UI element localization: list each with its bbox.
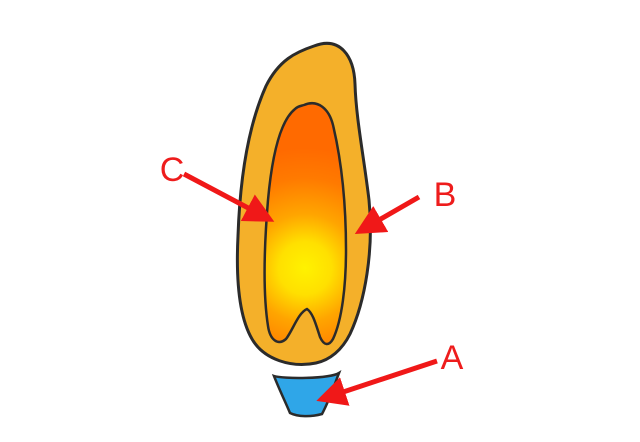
arrow-a <box>316 358 438 406</box>
label-b: B <box>434 176 457 214</box>
arrow-c <box>182 171 275 222</box>
arrow-b <box>354 194 421 234</box>
label-c: C <box>160 151 185 189</box>
inner-flame-zone <box>263 102 348 346</box>
label-a: A <box>441 339 464 377</box>
